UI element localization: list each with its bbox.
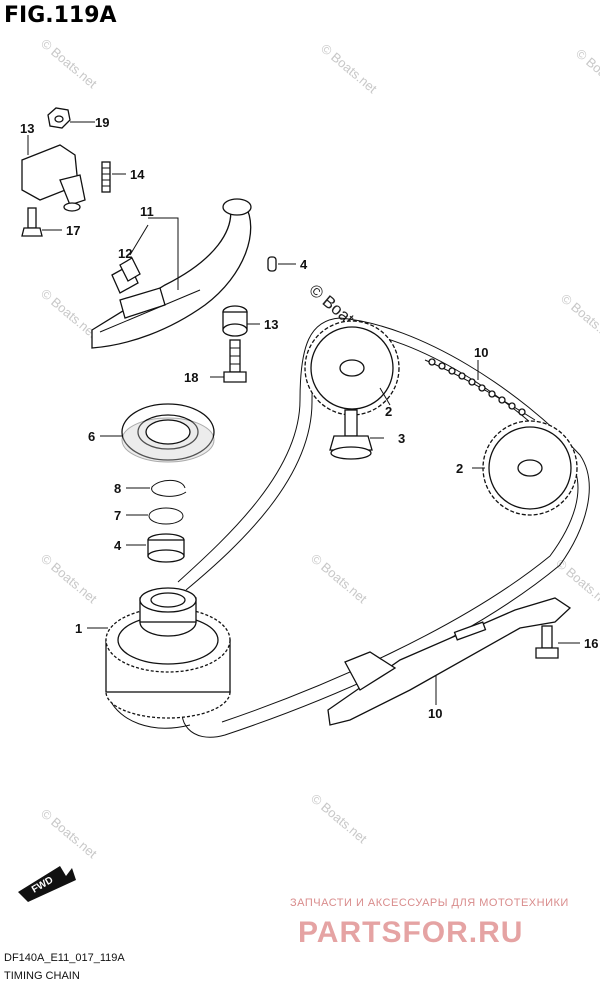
partsfor-branding: ЗАПЧАСТИ И АКСЕССУАРЫ ДЛЯ МОТОТЕХНИКИ PA…	[290, 897, 569, 949]
camshaft-sprocket-lower	[482, 420, 578, 516]
leader-lines	[27, 121, 580, 705]
crank-gear-1	[105, 587, 231, 719]
watermark: © Boats.net	[38, 36, 100, 92]
chain-tensioner-arm	[91, 198, 252, 349]
chain-guide-10	[327, 597, 572, 726]
chain-tensioner	[21, 144, 86, 212]
brand-tagline: ЗАПЧАСТИ И АКСЕССУАРЫ ДЛЯ МОТОТЕХНИКИ	[290, 897, 569, 909]
bearing-6	[121, 403, 215, 463]
watermark: © Boats.net	[573, 46, 600, 102]
callout-10: 10	[428, 706, 442, 721]
bolt-3	[329, 409, 373, 460]
callout-11: 11	[140, 204, 154, 219]
watermark: © Boats.net	[308, 551, 370, 607]
callout-3: 3	[398, 431, 405, 446]
watermark: © Boats.net	[38, 286, 100, 342]
callout-12: 12	[118, 246, 132, 261]
bushing-4	[147, 533, 185, 563]
watermark: © Boats.net	[318, 41, 380, 97]
watermark: © Boats.net	[38, 806, 100, 862]
bolt-17	[21, 207, 43, 237]
callout-15: 14	[130, 167, 145, 182]
callout-labels: 13 19 14 17 11 12 4 13 18 10 2 3 2 6 8 7…	[20, 115, 598, 721]
tensioner-pad	[111, 257, 141, 294]
callout-2-upper: 2	[385, 404, 392, 419]
brand-logo: PARTSFOR.RU	[298, 916, 523, 949]
camshaft-sprocket-upper	[304, 320, 400, 416]
collar-13	[222, 305, 248, 337]
callout-17: 17	[66, 223, 80, 238]
figure-title: FIG.119A	[4, 3, 117, 28]
callout-19: 19	[95, 115, 109, 130]
watermark: © Boats.net	[38, 551, 100, 607]
nut-19	[47, 107, 71, 129]
figure-caption: TIMING CHAIN	[4, 970, 80, 982]
o-ring-7	[148, 507, 184, 525]
callout-16: 16	[584, 636, 598, 651]
chain-links	[428, 358, 526, 416]
callout-2-lower: 2	[456, 461, 463, 476]
callout-13: 13	[264, 317, 278, 332]
callout-18: 18	[184, 370, 198, 385]
stud-15	[101, 161, 111, 193]
callout-7: 7	[114, 508, 121, 523]
bolt-18	[223, 339, 247, 383]
callout-14: 13	[20, 121, 34, 136]
callout-4: 4	[114, 538, 122, 553]
callout-5: 4	[300, 257, 308, 272]
pin-5	[267, 256, 277, 272]
watermark: © Boats.net	[308, 791, 370, 847]
callout-8: 8	[114, 481, 121, 496]
figure-code: DF140A_E11_017_119A	[4, 952, 125, 964]
watermark: © Boats.net	[558, 291, 600, 347]
bolt-16	[535, 625, 559, 659]
circlip-8	[151, 479, 187, 497]
callout-9: 10	[474, 345, 488, 360]
callout-6: 6	[88, 429, 95, 444]
callout-1: 1	[75, 621, 82, 636]
forward-direction-marker: FWD	[18, 866, 76, 902]
timing-chain	[109, 317, 590, 738]
